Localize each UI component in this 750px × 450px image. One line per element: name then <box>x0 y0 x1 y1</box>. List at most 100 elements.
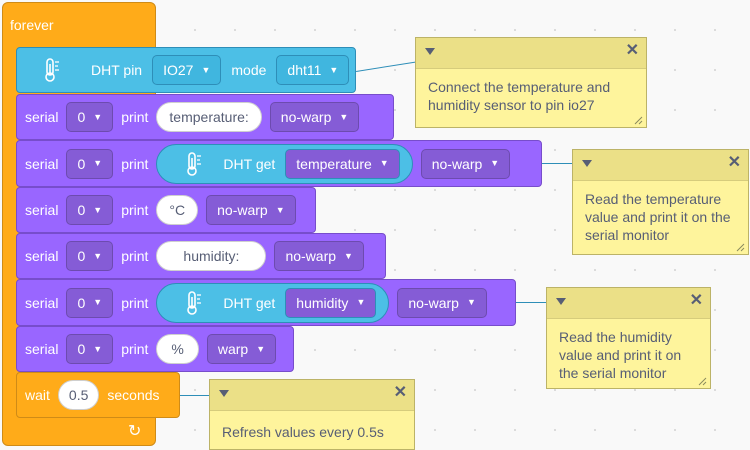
warp-dropdown[interactable]: no-warp ▼ <box>397 287 487 318</box>
serial-print-block[interactable]: serial 0 ▼ print temperature: no-warp ▼ <box>16 94 394 140</box>
serial-port-value: 0 <box>77 155 86 172</box>
print-label: print <box>121 248 149 264</box>
serial-label: serial <box>25 155 59 172</box>
collapse-triangle-icon[interactable] <box>425 48 435 55</box>
serial-port-dropdown[interactable]: 0 ▼ <box>66 334 114 364</box>
resize-handle-icon[interactable] <box>633 115 643 125</box>
seconds-label: seconds <box>107 387 160 403</box>
dropdown-caret-icon: ▼ <box>93 297 103 307</box>
warp-dropdown[interactable]: no-warp ▼ <box>269 102 360 132</box>
comment-connector <box>516 302 546 303</box>
warp-value: no-warp <box>285 248 337 264</box>
serial-port-dropdown[interactable]: 0 ▼ <box>66 195 114 225</box>
dht-measure-dropdown[interactable]: humidity ▼ <box>285 287 377 318</box>
wait-seconds-input[interactable]: 0.5 <box>57 380 100 410</box>
mode-value: dht11 <box>287 62 322 78</box>
mode-dropdown[interactable]: dht11 ▼ <box>276 55 350 85</box>
dropdown-caret-icon: ▼ <box>356 297 366 307</box>
close-icon[interactable]: ✕ <box>727 154 741 171</box>
dht-setup-block[interactable]: DHT pin IO27 ▼ mode dht11 ▼ <box>16 47 356 93</box>
comment-text[interactable]: Refresh values every 0.5s <box>222 424 384 440</box>
close-icon[interactable]: ✕ <box>393 384 407 401</box>
dropdown-caret-icon: ▼ <box>329 64 339 75</box>
dropdown-caret-icon: ▼ <box>93 343 103 354</box>
serial-label: serial <box>25 341 59 357</box>
print-text-input[interactable]: °C <box>156 195 199 225</box>
resize-handle-icon[interactable] <box>697 376 707 386</box>
pin-dropdown[interactable]: IO27 ▼ <box>152 55 222 85</box>
serial-print-block[interactable]: serial 0 ▼ print humidity: no-warp ▼ <box>16 233 386 279</box>
serial-port-dropdown[interactable]: 0 ▼ <box>66 241 114 271</box>
comment-header[interactable]: ✕ <box>210 380 414 411</box>
dropdown-caret-icon: ▼ <box>93 204 103 215</box>
warp-dropdown[interactable]: no-warp ▼ <box>206 195 296 225</box>
dht-pin-label: DHT pin <box>91 62 143 78</box>
dht-measure-value: temperature <box>296 155 372 172</box>
wait-label: wait <box>25 387 50 403</box>
warp-dropdown[interactable]: no-warp ▼ <box>274 241 364 271</box>
comment-header[interactable]: ✕ <box>573 150 748 181</box>
dht-measure-dropdown[interactable]: temperature ▼ <box>285 148 400 179</box>
print-label: print <box>121 109 149 125</box>
comment-connector <box>180 395 210 396</box>
serial-print-block[interactable]: serial 0 ▼ print DHT get humidity ▼ no-w… <box>16 279 516 326</box>
dropdown-caret-icon: ▼ <box>93 158 103 168</box>
serial-port-value: 0 <box>77 294 86 311</box>
comment-note[interactable]: ✕ Connect the temperature and humidity s… <box>415 37 647 128</box>
serial-print-block[interactable]: serial 0 ▼ print % warp ▼ <box>16 326 294 372</box>
pin-value: IO27 <box>163 62 194 78</box>
comment-header[interactable]: ✕ <box>547 288 710 319</box>
collapse-triangle-icon[interactable] <box>219 390 229 397</box>
print-text-input[interactable]: temperature: <box>156 102 262 132</box>
dropdown-caret-icon: ▼ <box>93 111 103 122</box>
wait-block[interactable]: wait 0.5 seconds <box>16 372 180 418</box>
comment-text[interactable]: Connect the temperature and humidity sen… <box>428 79 611 113</box>
print-label: print <box>121 155 149 172</box>
warp-value: no-warp <box>431 155 483 172</box>
dropdown-caret-icon: ▼ <box>379 158 389 168</box>
warp-dropdown[interactable]: warp ▼ <box>206 334 277 364</box>
collapse-triangle-icon[interactable] <box>556 298 566 305</box>
dropdown-caret-icon: ▼ <box>339 111 349 122</box>
comment-note[interactable]: ✕ Read the humidity value and print it o… <box>546 287 711 389</box>
thermometer-sensor-icon <box>183 150 207 178</box>
loop-arrow-icon: ↻ <box>128 423 142 440</box>
serial-port-dropdown[interactable]: 0 ▼ <box>66 102 114 132</box>
close-icon[interactable]: ✕ <box>689 292 703 309</box>
serial-port-dropdown[interactable]: 0 ▼ <box>66 287 114 318</box>
warp-dropdown[interactable]: no-warp ▼ <box>420 148 511 179</box>
print-label: print <box>121 202 149 218</box>
comment-note[interactable]: ✕ Read the temperature value and print i… <box>572 149 749 255</box>
serial-port-dropdown[interactable]: 0 ▼ <box>66 148 114 179</box>
comment-text[interactable]: Read the humidity value and print it on … <box>559 329 682 381</box>
serial-print-block[interactable]: serial 0 ▼ print °C no-warp ▼ <box>16 187 316 233</box>
thermometer-sensor-icon <box>183 289 207 317</box>
close-icon[interactable]: ✕ <box>625 42 639 59</box>
dht-get-label: DHT get <box>223 155 276 172</box>
warp-value: no-warp <box>280 109 332 125</box>
mode-label: mode <box>231 62 267 78</box>
print-text-input[interactable]: % <box>156 334 199 364</box>
comment-text[interactable]: Read the temperature value and print it … <box>585 191 731 243</box>
resize-handle-icon[interactable] <box>735 242 745 252</box>
serial-port-value: 0 <box>77 248 86 264</box>
comment-header[interactable]: ✕ <box>416 38 646 69</box>
comment-note[interactable]: ✕ Refresh values every 0.5s <box>209 379 415 450</box>
dht-get-reporter[interactable]: DHT get humidity ▼ <box>156 282 390 323</box>
collapse-triangle-icon[interactable] <box>582 160 592 167</box>
warp-value: no-warp <box>408 294 459 311</box>
serial-port-value: 0 <box>77 109 86 125</box>
dropdown-caret-icon: ▼ <box>201 64 211 75</box>
serial-port-value: 0 <box>77 202 86 218</box>
serial-label: serial <box>25 248 59 264</box>
serial-label: serial <box>25 202 59 218</box>
dropdown-caret-icon: ▼ <box>256 343 266 354</box>
dropdown-caret-icon: ▼ <box>275 204 285 215</box>
thermometer-sensor-icon <box>41 56 65 84</box>
serial-print-block[interactable]: serial 0 ▼ print DHT get temperature ▼ n… <box>16 140 542 187</box>
warp-value: warp <box>217 341 249 357</box>
dht-get-label: DHT get <box>223 294 276 311</box>
dropdown-caret-icon: ▼ <box>490 158 500 168</box>
dht-get-reporter[interactable]: DHT get temperature ▼ <box>156 143 413 184</box>
print-text-input[interactable]: humidity: <box>156 241 267 271</box>
